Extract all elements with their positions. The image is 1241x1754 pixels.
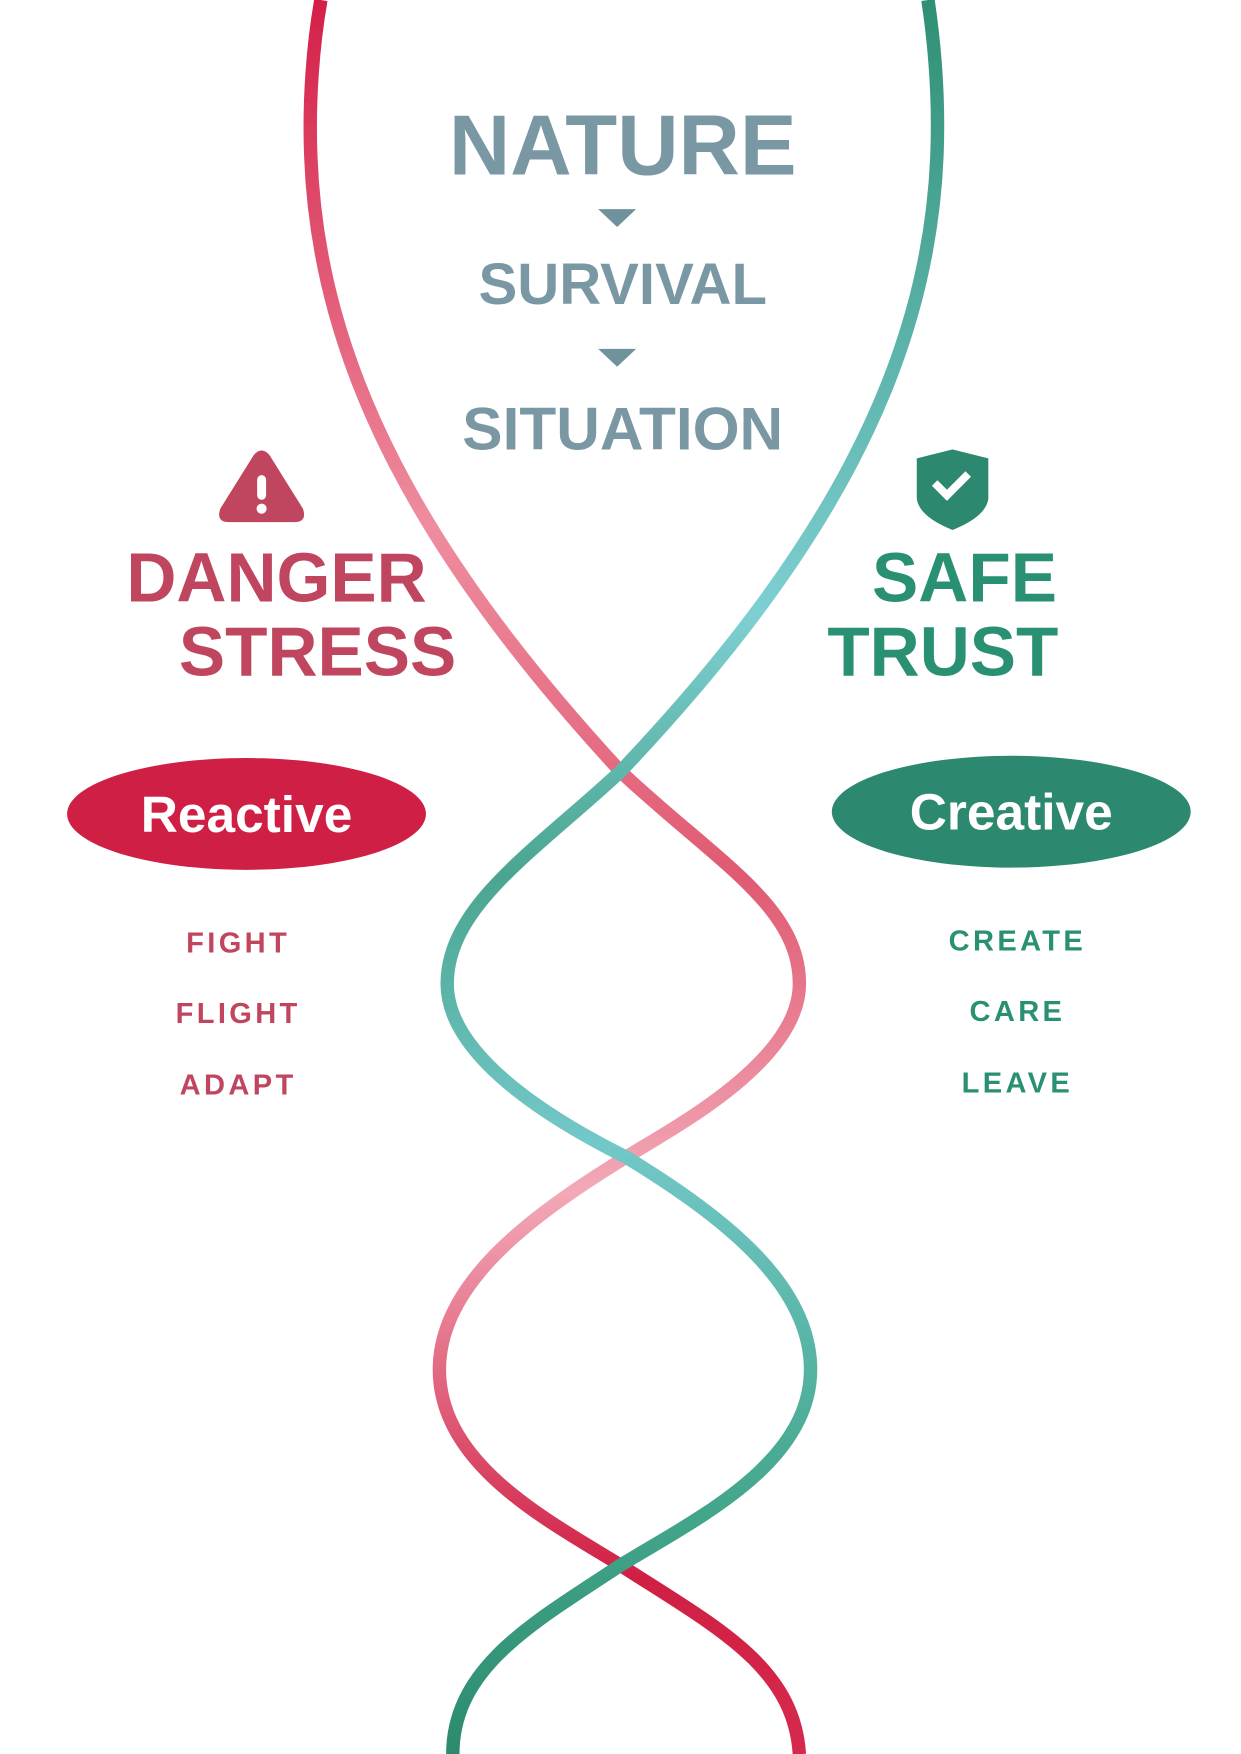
step-survival: SURVIVAL (478, 252, 768, 318)
warning-triangle-icon (219, 450, 305, 523)
creative-badge: Creative (831, 755, 1191, 868)
shield-check-icon (916, 449, 989, 530)
strand-red (303, 0, 807, 1754)
triangle-down-icon (598, 209, 637, 227)
safe-label: SAFE (872, 540, 1057, 618)
stress-label: STRESS (178, 613, 457, 691)
reactive-badge: Reactive (67, 758, 426, 870)
response-leave: LEAVE (961, 1065, 1074, 1100)
response-fight: FIGHT (186, 925, 291, 960)
step-nature: NATURE (448, 98, 797, 194)
danger-label: DANGER (126, 540, 427, 618)
response-care: CARE (969, 993, 1066, 1028)
response-flight: FLIGHT (175, 996, 301, 1030)
strand-teal (440, 0, 945, 1754)
triangle-down-icon (598, 348, 637, 367)
base-pair-rungs (422, 537, 819, 1713)
trust-label: TRUST (827, 613, 1059, 691)
step-situation: SITUATION (462, 395, 784, 463)
response-adapt: ADAPT (179, 1067, 297, 1102)
response-create: CREATE (948, 923, 1087, 958)
